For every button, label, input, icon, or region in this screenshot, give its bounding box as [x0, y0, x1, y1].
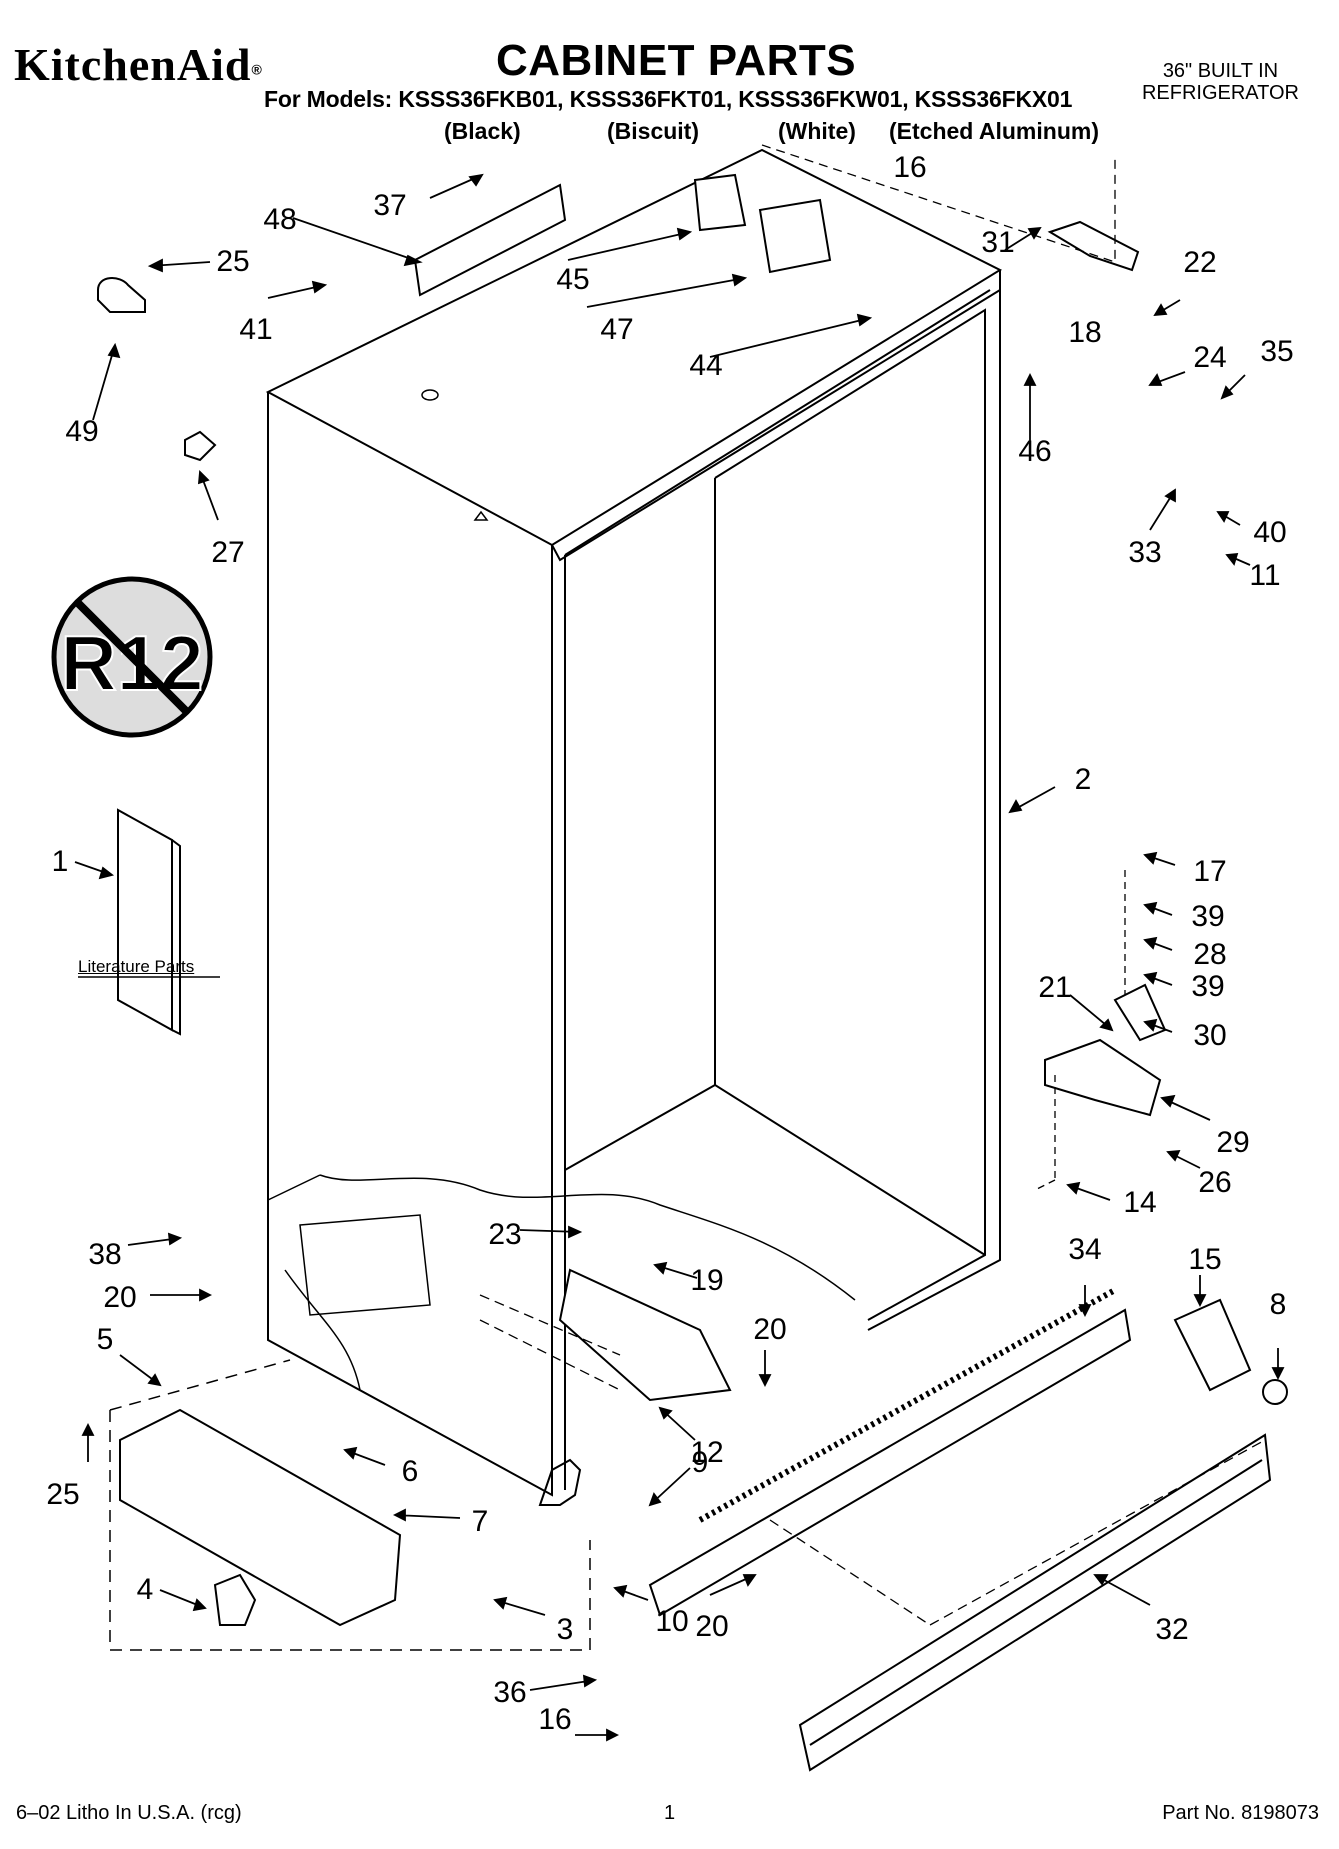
callout-38: 38	[88, 1238, 122, 1271]
callout-25-top: 25	[216, 245, 250, 278]
tube-dashes	[479, 1294, 621, 1391]
variant-white: (White)	[778, 118, 856, 144]
roller-4	[213, 1573, 257, 1626]
page-title: CABINET PARTS	[496, 36, 857, 85]
callout-33: 33	[1128, 536, 1162, 569]
product-line-2: REFRIGERATOR	[1141, 82, 1299, 104]
duct-bracket	[758, 198, 832, 274]
callout-29: 29	[1216, 1126, 1250, 1159]
callout-5: 5	[96, 1323, 114, 1356]
callout-45: 45	[556, 263, 590, 296]
callout-36: 36	[493, 1676, 527, 1709]
callout-44: 44	[689, 349, 723, 382]
callout-34: 34	[1068, 1233, 1102, 1266]
callout-16-bottom: 16	[538, 1703, 572, 1736]
toe-grille-34	[648, 1308, 1132, 1617]
callout-27: 27	[211, 536, 245, 569]
callout-3: 3	[556, 1613, 574, 1646]
callout-20-left: 20	[103, 1281, 137, 1314]
clamp-49	[97, 277, 146, 313]
leader-arrows	[74, 173, 1285, 1742]
callout-18: 18	[1068, 316, 1102, 349]
knob-8	[1262, 1379, 1288, 1405]
lower-hinge-29	[1044, 1038, 1162, 1117]
brand-logo: KitchenAid®	[14, 38, 263, 91]
brand-registered-mark: ®	[251, 61, 263, 78]
callout-35: 35	[1260, 335, 1294, 368]
product-line-1: 36" BUILT IN	[1162, 60, 1279, 82]
callout-17: 17	[1193, 855, 1227, 888]
callout-23: 23	[488, 1218, 522, 1251]
cabinet-inner-opening	[564, 308, 986, 1321]
callout-47: 47	[600, 313, 634, 346]
callout-31: 31	[981, 226, 1015, 259]
callout-39-lower: 39	[1191, 970, 1225, 1003]
models-line: For Models: KSSS36FKB01, KSSS36FKT01, KS…	[264, 86, 1073, 112]
callout-7: 7	[471, 1505, 489, 1538]
footer-page-number: 1	[664, 1802, 676, 1824]
callout-41: 41	[239, 313, 273, 346]
callout-14: 14	[1123, 1186, 1157, 1219]
cabinet-right-face	[867, 270, 1001, 1331]
callout-30: 30	[1193, 1019, 1227, 1052]
product-type: 36" BUILT IN REFRIGERATOR	[1142, 60, 1299, 104]
callout-32: 32	[1155, 1613, 1189, 1646]
callout-2: 2	[1074, 763, 1092, 796]
callout-19: 19	[690, 1264, 724, 1297]
hinge-pin-dash	[1034, 870, 1126, 1191]
callout-26: 26	[1198, 1166, 1232, 1199]
leveling-rail-5	[119, 1408, 402, 1627]
cabinet-front-frame	[551, 289, 1001, 562]
callout-12: 12	[690, 1436, 724, 1469]
callout-10: 10	[655, 1605, 689, 1638]
base-pan	[538, 1458, 582, 1506]
callout-37: 37	[373, 189, 407, 222]
callout-16-top: 16	[893, 151, 927, 184]
callout-24: 24	[1193, 341, 1227, 374]
capacitor-15	[1173, 1298, 1252, 1392]
variant-etched-aluminum: (Etched Aluminum)	[889, 118, 1099, 144]
variant-black: (Black)	[444, 118, 521, 144]
callout-11: 11	[1249, 559, 1281, 592]
r12-badge-text: R12	[60, 619, 203, 707]
clip-27	[184, 430, 217, 462]
cabinet-bottom-tear	[319, 1174, 856, 1301]
callout-8: 8	[1269, 1288, 1287, 1321]
callout-48: 48	[263, 203, 297, 236]
callout-20-middle: 20	[753, 1313, 787, 1346]
callout-25-bottom: 25	[46, 1478, 80, 1511]
callout-9: 9	[691, 1446, 709, 1479]
callout-39-upper: 39	[1191, 900, 1225, 933]
callout-21: 21	[1038, 971, 1072, 1004]
callout-49: 49	[65, 415, 99, 448]
condenser-tube-12	[558, 1268, 732, 1402]
callout-6: 6	[401, 1455, 419, 1488]
condenser-valves	[299, 1214, 431, 1316]
bracket-48	[413, 183, 567, 297]
callout-1: 1	[51, 845, 69, 878]
callout-15: 15	[1188, 1243, 1222, 1276]
r12-prohibited-badge: R12	[51, 576, 213, 738]
footer-litho: 6–02 Litho In U.S.A. (rcg)	[16, 1802, 242, 1824]
duct-box	[693, 173, 747, 232]
callout-22: 22	[1183, 246, 1217, 279]
callout-28: 28	[1193, 938, 1227, 971]
top-panel-holes	[421, 389, 489, 521]
callout-20-bottom: 20	[695, 1610, 729, 1643]
brand-name: KitchenAid	[14, 39, 252, 90]
callout-40: 40	[1253, 516, 1287, 549]
variant-biscuit: (Biscuit)	[607, 118, 699, 144]
literature-parts-label: Literature Parts	[78, 957, 195, 976]
base-assembly-dashed-box	[109, 1359, 591, 1651]
callout-4: 4	[136, 1573, 154, 1606]
footer-part-number: Part No. 8198073	[1162, 1802, 1319, 1824]
callout-46: 46	[1018, 435, 1052, 468]
top-hinge-dash	[761, 144, 1116, 263]
